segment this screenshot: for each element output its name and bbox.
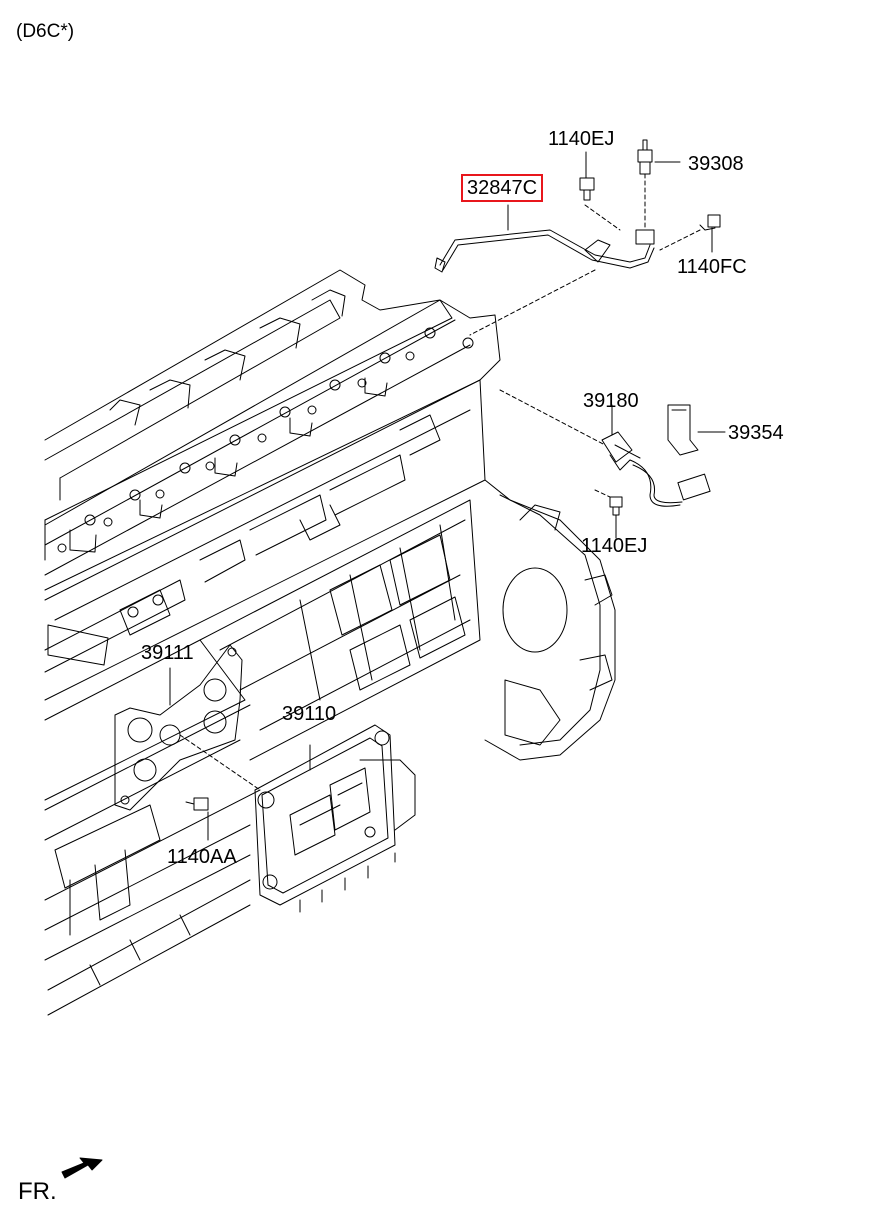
bolt-1140ej-mid: [594, 489, 623, 539]
part-label-1140aa[interactable]: 1140AA: [167, 846, 237, 868]
engine-code-label: (D6C*): [16, 21, 75, 42]
ecu-39110: [254, 724, 416, 913]
bolt-1140ej-top: [579, 151, 621, 231]
part-label-1140fc[interactable]: 1140FC: [677, 256, 747, 278]
part-label-39354[interactable]: 39354: [728, 422, 784, 444]
part-label-32847c[interactable]: 32847C: [461, 174, 544, 202]
crank-sensor-39180: [499, 389, 711, 507]
part-label-39110[interactable]: 39110: [282, 703, 337, 725]
pressure-sensor-39308: [635, 139, 681, 245]
part-label-39111[interactable]: 39111: [141, 642, 194, 664]
front-direction-arrow-icon: [61, 1157, 103, 1179]
bracket-39354: [667, 404, 726, 456]
bolt-1140fc: [659, 214, 721, 253]
part-label-1140ej-mid[interactable]: 1140EJ: [581, 535, 648, 557]
front-indicator-label: FR.: [18, 1178, 57, 1205]
engine-block-outline: [44, 269, 616, 1016]
part-label-1140ej-top[interactable]: 1140EJ: [548, 128, 615, 150]
pipe-32847c: [434, 204, 655, 273]
bolt-1140aa: [185, 797, 209, 841]
part-label-39180[interactable]: 39180: [583, 390, 639, 412]
gasket-39111: [114, 644, 261, 811]
pipe-leader-line: [469, 269, 596, 336]
part-label-39308[interactable]: 39308: [688, 153, 744, 175]
